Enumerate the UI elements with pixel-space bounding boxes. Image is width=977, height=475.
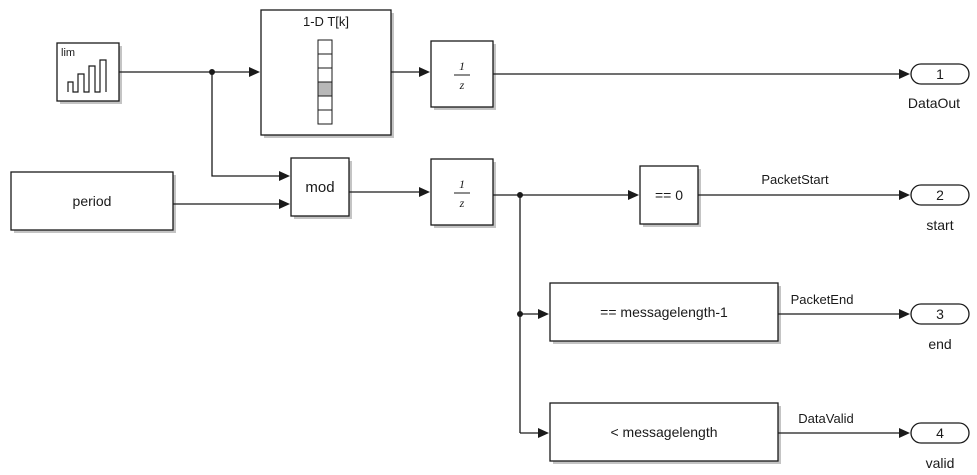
delay2-numerator: 1 xyxy=(459,177,465,191)
outport-name: end xyxy=(928,336,951,352)
eqlen-label: == messagelength-1 xyxy=(600,304,728,320)
period-constant-block[interactable]: period xyxy=(10,171,176,233)
signal-label-datavalid: DataValid xyxy=(798,411,853,426)
outport-4[interactable]: 4 valid xyxy=(910,422,970,471)
period-label: period xyxy=(73,193,112,209)
table-column-icon xyxy=(317,39,333,125)
unit-delay-block-1[interactable]: 1 z xyxy=(430,40,496,110)
outport-2[interactable]: 2 start xyxy=(910,184,970,233)
lt-label: < messagelength xyxy=(610,424,717,440)
signal-label-packetstart: PacketStart xyxy=(761,172,829,187)
delay1-denominator: z xyxy=(459,78,465,92)
outport-name: valid xyxy=(926,455,955,471)
outport-1[interactable]: 1 DataOut xyxy=(908,63,970,111)
compare-equal-zero-block[interactable]: == 0 xyxy=(639,165,701,227)
signal-label-packetend: PacketEnd xyxy=(791,292,854,307)
outport-name: start xyxy=(926,217,953,233)
unit-delay-block-2[interactable]: 1 z xyxy=(430,158,496,228)
eq0-label: == 0 xyxy=(655,187,683,203)
compare-equal-msglen-block[interactable]: == messagelength-1 xyxy=(549,282,781,344)
outport-number: 2 xyxy=(936,187,944,203)
outport-number: 4 xyxy=(936,425,944,441)
delay1-numerator: 1 xyxy=(459,59,465,73)
lookup-label: 1-D T[k] xyxy=(303,14,349,29)
outport-number: 1 xyxy=(936,66,944,82)
outport-name: DataOut xyxy=(908,95,960,111)
wire-counter-to-mod xyxy=(211,72,281,177)
counter-limited-block[interactable]: lim xyxy=(56,42,122,104)
counter-label: lim xyxy=(61,47,75,59)
lookup-table-block[interactable]: 1-D T[k] xyxy=(260,9,394,138)
staircase-icon xyxy=(67,59,107,93)
mod-block[interactable]: mod xyxy=(290,157,352,219)
outport-number: 3 xyxy=(936,306,944,322)
mod-label: mod xyxy=(305,179,334,196)
delay2-denominator: z xyxy=(459,196,465,210)
outport-3[interactable]: 3 end xyxy=(910,303,970,352)
compare-less-msglen-block[interactable]: < messagelength xyxy=(549,402,781,464)
